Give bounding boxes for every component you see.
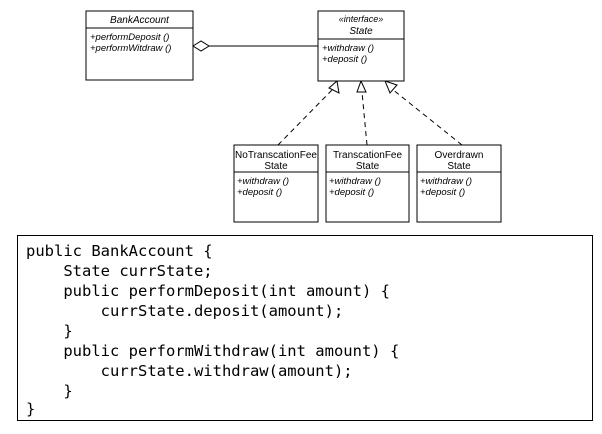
code-line: State currState; — [26, 262, 213, 280]
operation: +performDeposit () — [90, 32, 169, 43]
operation: +withdraw () — [420, 176, 472, 187]
class-name: TranscationFee — [333, 150, 403, 161]
realization-overdrawn-state — [384, 80, 463, 146]
operation: +deposit () — [329, 187, 374, 198]
operation: +deposit () — [322, 54, 367, 65]
realization-triangle-icon — [356, 79, 367, 93]
operation: +withdraw () — [329, 176, 381, 187]
realization-notransactionfee-state — [277, 80, 340, 146]
class-name: State — [349, 26, 373, 37]
operation: +deposit () — [420, 187, 465, 198]
code-line: } — [26, 382, 73, 400]
class-overdrawn-state: Overdrawn State +withdraw () +deposit () — [416, 144, 502, 223]
realization-triangle-icon — [384, 80, 398, 94]
operation: +performWitdraw () — [90, 43, 171, 54]
operation: +withdraw () — [237, 176, 289, 187]
code-line: public performDeposit(int amount) { — [26, 282, 390, 300]
realization-transactionfee-state — [356, 79, 368, 146]
class-name: State — [264, 161, 288, 172]
class-name: NoTranscationFee — [235, 150, 317, 161]
class-bankaccount: BankAccount +performDeposit () +performW… — [85, 10, 194, 81]
uml-class-diagram: BankAccount +performDeposit () +performW… — [85, 10, 502, 223]
aggregation-bankaccount-state — [192, 40, 318, 52]
class-name: State — [447, 161, 471, 172]
stereotype-label: «interface» — [339, 14, 384, 24]
class-notransactionfee-state: NoTranscationFee State +withdraw () +dep… — [233, 144, 319, 223]
code-line: public BankAccount { — [26, 242, 213, 260]
code-line: currState.withdraw(amount); — [26, 362, 353, 380]
code-block: public BankAccount { State currState; pu… — [17, 235, 593, 421]
operation: +withdraw () — [322, 43, 374, 54]
code-line: } — [26, 322, 73, 340]
code-line: public performWithdraw(int amount) { — [26, 342, 400, 360]
class-transactionfee-state: TranscationFee State +withdraw () +depos… — [325, 144, 410, 223]
realization-triangle-icon — [328, 80, 340, 94]
aggregation-diamond-icon — [192, 40, 210, 52]
code-line: currState.deposit(amount); — [26, 302, 344, 320]
operation: +deposit () — [237, 187, 282, 198]
code-line: } — [26, 400, 36, 418]
class-name: Overdrawn — [435, 150, 484, 161]
interface-state: «interface» State +withdraw () +deposit … — [317, 10, 405, 82]
class-name: State — [356, 161, 380, 172]
class-name: BankAccount — [110, 15, 170, 26]
